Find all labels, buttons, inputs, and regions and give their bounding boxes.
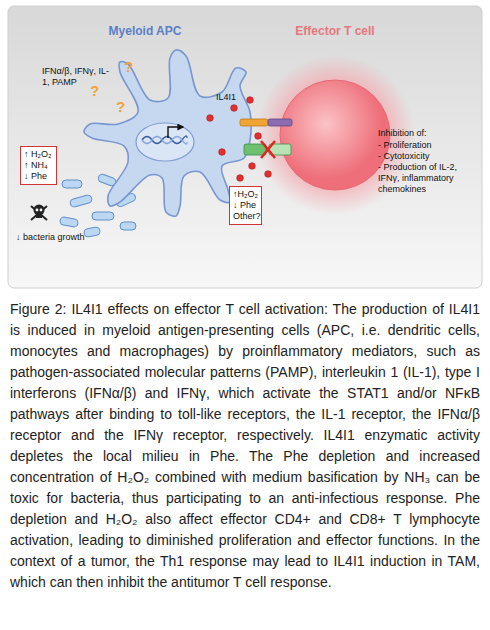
il4i1-dots [207,97,272,182]
skull-symbol [31,205,47,221]
effect-label: ↓ bacteria growth [16,232,85,243]
metabolite-box: ↑H₂O₂ ↓ Phe Other? [229,186,262,225]
tcr-receptor [268,119,292,126]
effect-heading: Inhibition of: [378,128,427,139]
effect-item: - Proliferation [378,140,432,151]
figure-panel [8,6,482,288]
enzyme-dot [219,149,226,156]
transcription-arrow [168,127,183,138]
inhibition-cross [261,141,275,158]
effect-item: - Production of IL-2, IFNγ, inflammatory… [378,162,476,195]
bacterium [59,216,78,227]
skull-eye [40,209,43,212]
cell-title: Effector T cell [255,24,415,39]
effect-item: - Cytotoxicity [378,151,430,162]
apc-membrane [84,50,251,216]
figure-caption: Figure 2: IL4I1 effects on effector T ce… [10,299,480,593]
skull-jaw [36,214,42,218]
dna-strand [142,137,187,145]
mhc-receptor [240,119,268,126]
skull-eye [36,209,39,212]
box-text: ↑ H₂O₂ ↑ NH₄ ↓ Phe [24,149,53,182]
enzyme-dot [265,171,272,178]
bacterium [69,194,92,207]
t-cell-membrane [280,80,390,190]
enzyme-dot [237,175,244,182]
enzyme-dot [247,97,254,104]
enzyme-dot [249,163,256,170]
metabolite-box: ↑ H₂O₂ ↑ NH₄ ↓ Phe [20,146,57,185]
bacterium [120,222,136,230]
enzyme-label: IL4I1 [216,92,236,103]
question-mark: ? [90,82,99,100]
bacterium [83,227,100,238]
inhibition-cross [261,141,275,158]
costim-receptor [269,144,291,155]
bacterium [62,180,82,188]
cell-title: Myeloid APC [90,24,200,39]
dna-strand [142,136,187,144]
skull-head [34,205,45,216]
stimulus-label: IFNα/β, IFNγ, IL-1, PAMP [42,66,114,88]
receptor-group [240,119,292,158]
bacterium [92,212,114,220]
enzyme-dot [207,115,214,122]
nucleus [136,123,194,161]
question-mark: ? [116,98,125,116]
question-mark: ? [124,58,133,76]
ligand-receptor [244,144,266,155]
enzyme-dot [231,105,238,112]
box-text: ↑H₂O₂ ↓ Phe Other? [233,189,258,222]
enzyme-dot [255,133,262,140]
